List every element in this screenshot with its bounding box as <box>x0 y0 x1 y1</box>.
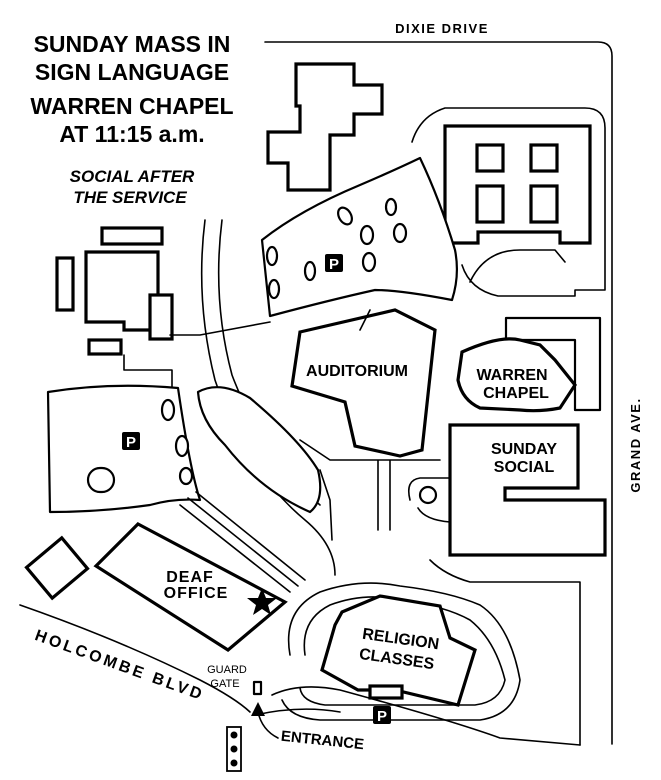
parking-island <box>174 434 190 458</box>
west-building-annex-mid <box>148 293 174 341</box>
note-line-1: SOCIAL AFTER <box>70 167 195 186</box>
street-lines <box>19 41 613 745</box>
roundabout <box>418 485 438 505</box>
south-parking-sign: P <box>373 706 391 725</box>
parking-icon <box>373 706 391 724</box>
south-entrance-drive <box>254 686 581 746</box>
parking-island <box>384 197 398 217</box>
north-east-window-3 <box>475 184 505 224</box>
north-parking-islands <box>265 197 408 300</box>
religion-loop-road <box>281 582 521 721</box>
parking-island <box>267 278 281 300</box>
social-label-2: SOCIAL <box>494 459 555 476</box>
warren-chapel-building <box>456 337 577 413</box>
central-green-island <box>196 386 322 514</box>
parking-island <box>361 251 377 273</box>
parking-icon <box>122 432 140 450</box>
religion-classes-annex <box>368 684 404 700</box>
parking-icon <box>325 254 343 272</box>
title-line-2: SIGN LANGUAGE <box>35 59 229 85</box>
west-building-annex-left <box>55 256 75 312</box>
parking-label: P <box>329 256 339 273</box>
street-label-grand: GRAND AVE. <box>628 397 643 492</box>
parking-label: P <box>126 434 136 451</box>
auditorium-label: AUDITORIUM <box>306 363 408 380</box>
parking-island <box>303 260 317 282</box>
deaf-office-label-2: OFFICE <box>164 585 229 602</box>
west-campus-path <box>123 321 271 396</box>
social-drive <box>407 477 581 746</box>
parking-island <box>392 222 408 244</box>
note-line-2: THE SERVICE <box>73 188 187 207</box>
traffic-light-icon <box>226 726 242 772</box>
north-east-road-loop <box>411 107 606 297</box>
guard-label-1: GUARD <box>207 664 247 676</box>
entrance-label: ENTRANCE <box>280 728 365 754</box>
auditorium-building <box>290 308 437 458</box>
west-building-annex-top <box>100 226 164 246</box>
parking-island <box>160 398 176 422</box>
west-parking-islands <box>86 398 194 494</box>
title-line-1: SUNDAY MASS IN <box>34 31 231 57</box>
north-east-window-2 <box>529 143 559 173</box>
guard-label-2: GATE <box>210 678 239 690</box>
deaf-office-building <box>93 522 288 652</box>
parking-island <box>337 206 353 226</box>
small-diamond-building <box>24 535 90 601</box>
parking-island <box>359 224 375 246</box>
parking-island <box>265 245 279 267</box>
title-line-3: WARREN CHAPEL <box>30 93 233 119</box>
west-building-annex-bottom <box>87 338 123 356</box>
auditorium-walk <box>299 309 441 541</box>
sunday-social-building <box>448 423 607 557</box>
arrow-icon-head <box>251 702 265 716</box>
parking-label: P <box>377 708 387 725</box>
title-line-4: AT 11:15 a.m. <box>59 121 204 147</box>
title-block: SUNDAY MASS IN SIGN LANGUAGE WARREN CHAP… <box>30 31 233 207</box>
street-label-holcombe: HOLCOMBE BLVD <box>32 627 206 704</box>
street-label-dixie: DIXIE DRIVE <box>395 21 489 36</box>
star-icon <box>247 588 277 615</box>
north-east-window-4 <box>529 184 559 224</box>
north-zigzag-building <box>266 62 384 192</box>
deaf-office-walkway <box>179 491 306 593</box>
parking-island <box>178 466 194 486</box>
dixie-drive-line <box>264 41 613 745</box>
north-parking-sign: P <box>325 254 343 273</box>
deaf-office-label-1: DEAF <box>166 569 214 586</box>
west-parking-sign: P <box>122 432 140 451</box>
religion-classes-building <box>320 594 477 707</box>
north-east-window-1 <box>475 143 505 173</box>
social-label-1: SUNDAY <box>491 441 557 458</box>
holcombe-curb-line <box>19 604 251 713</box>
parking-island <box>86 466 116 494</box>
chapel-label-1: WARREN <box>476 367 547 384</box>
north-east-block-building <box>443 124 592 245</box>
guard-gate-booth <box>252 680 263 696</box>
chapel-label-2: CHAPEL <box>483 385 549 402</box>
